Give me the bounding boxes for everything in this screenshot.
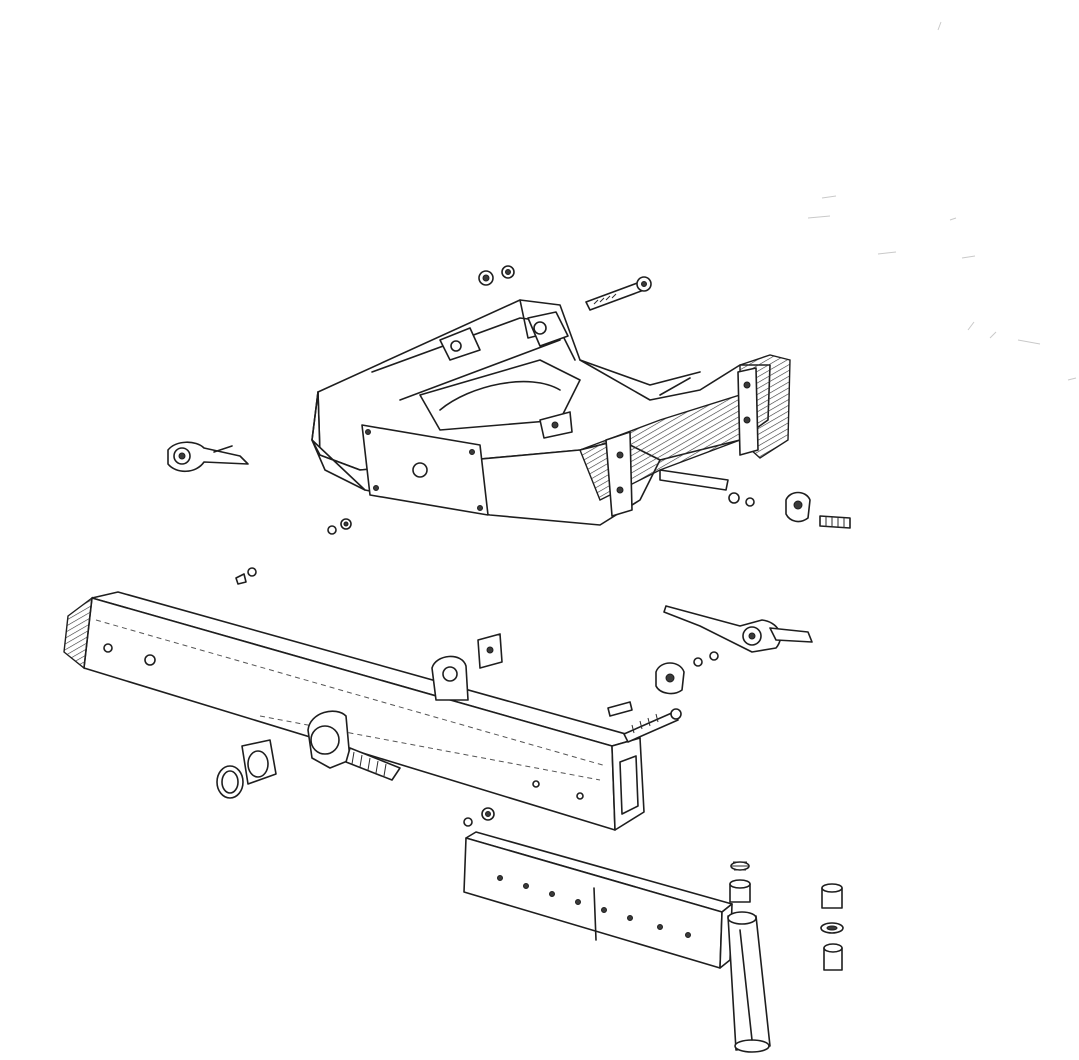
deck-lug	[527, 311, 569, 347]
top-bolt	[585, 276, 652, 311]
bushings-right	[820, 883, 844, 971]
right-lever	[663, 605, 813, 653]
right-small-parts	[607, 651, 719, 743]
beam-end-cap	[63, 596, 93, 670]
small-washers	[235, 518, 352, 585]
deck-recess	[419, 359, 581, 431]
main-housing	[311, 299, 791, 526]
front-clamp	[605, 431, 633, 517]
kingpin	[727, 861, 771, 1053]
plate-center-hole	[412, 462, 428, 478]
rear-clamp	[737, 367, 759, 456]
lower-nuts	[463, 807, 495, 827]
bushings-left	[216, 739, 277, 799]
right-fasteners	[728, 491, 851, 529]
left-lever	[167, 441, 249, 473]
axle-beam	[63, 591, 645, 831]
lower-arm	[463, 831, 733, 969]
top-nuts	[478, 265, 515, 286]
scan-marks	[807, 21, 1077, 381]
